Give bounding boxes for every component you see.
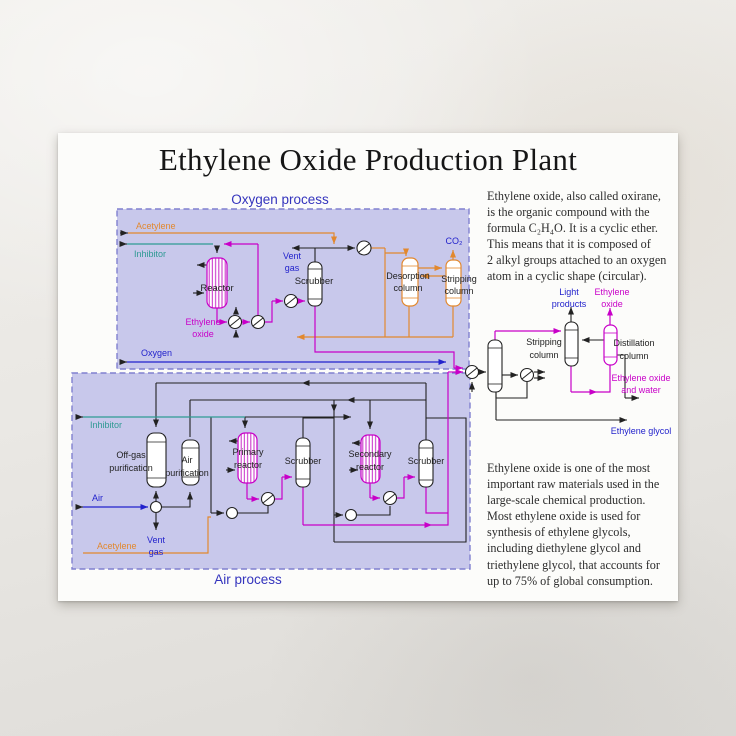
air-piping-black	[75, 380, 467, 543]
air-purification-label: purification	[165, 468, 209, 478]
primary-reactor-label: reactor	[234, 460, 262, 470]
desorption-column	[401, 257, 419, 307]
heat-exchanger-icon	[250, 314, 266, 330]
air-piping-orange	[83, 516, 211, 554]
recovery-stripping-column	[564, 321, 579, 367]
oxygen-piping-black	[119, 230, 355, 365]
ethylene-oxide-water-label: and water	[621, 385, 661, 395]
usage-paragraph: Ethylene oxide is one of the most import…	[487, 461, 660, 588]
heat-exchanger-icon	[464, 364, 480, 380]
secondary-reactor-label: reactor	[356, 462, 384, 472]
air-purification-column	[181, 439, 200, 486]
offgas-purification-label: purification	[109, 463, 153, 473]
vent-gas-label: Vent	[283, 251, 302, 261]
distillation-column	[603, 324, 618, 366]
oxygen-reactor-column	[206, 257, 228, 309]
ethylene-glycol-label: Ethylene glycol	[611, 426, 672, 436]
air-scrubber2-column	[418, 439, 434, 488]
reactor-label: Reactor	[200, 283, 233, 294]
desorption-column-label: Desorption	[386, 271, 430, 281]
distillation-column-label: column	[619, 351, 648, 361]
recovery-piping-magenta	[494, 308, 613, 395]
ethylene-oxide-label: oxide	[601, 299, 623, 309]
heat-exchanger-icon	[227, 314, 243, 330]
oxygen-process-title: Oxygen process	[231, 192, 329, 207]
vent-gas-label: gas	[149, 547, 164, 557]
co2-stripping-column	[445, 259, 462, 307]
stripping-column-label: Stripping	[526, 337, 562, 347]
stripping-column-label: column	[444, 286, 473, 296]
acetylene-label: Acetylene	[97, 541, 137, 551]
heat-exchanger-icon	[382, 490, 398, 506]
ethylene-oxide-label: oxide	[192, 329, 214, 339]
heat-exchanger-icon	[356, 240, 372, 256]
air-label: Air	[92, 493, 103, 503]
ethylene-oxide-water-label: Ethylene oxide	[611, 373, 670, 383]
inhibitor-label: Inhibitor	[134, 249, 166, 259]
primary-reactor-label: Primary	[233, 447, 264, 457]
scrubber-label: Scrubber	[408, 456, 445, 466]
ethylene-oxide-label: Ethylene	[594, 287, 629, 297]
recovery-piping-black	[469, 307, 639, 423]
ethylene-oxide-label: Ethylene	[185, 317, 220, 327]
air-piping-magenta	[246, 369, 463, 528]
heat-exchanger-icon	[260, 491, 276, 507]
pump-icon	[344, 508, 358, 522]
offgas-purification-column	[146, 432, 167, 488]
oxygen-label: Oxygen	[141, 348, 172, 358]
pump-icon	[225, 506, 239, 520]
scrubber-label: Scrubber	[295, 276, 334, 287]
air-process-box	[71, 372, 471, 570]
co2-label: CO₂	[446, 236, 464, 246]
inhibitor-label: Inhibitor	[90, 420, 122, 430]
stripping-column-label: Stripping	[441, 274, 477, 284]
primary-reactor-column	[237, 432, 258, 484]
acetylene-label: Acetylene	[136, 221, 176, 231]
secondary-reactor-column	[360, 434, 381, 484]
heat-exchanger-icon	[519, 367, 535, 383]
oxygen-piping-magenta	[216, 241, 463, 371]
scrubber-label: Scrubber	[285, 456, 322, 466]
distillation-column-label: Distillation	[613, 338, 654, 348]
oxygen-piping-orange	[128, 232, 456, 340]
mixer-icon	[149, 500, 163, 514]
air-process-title: Air process	[214, 572, 282, 587]
stripping-column-label: column	[529, 350, 558, 360]
oxygen-scrubber-column	[307, 261, 323, 307]
absorber-column	[487, 339, 503, 393]
vent-gas-label: Vent	[147, 535, 166, 545]
page-title: Ethylene Oxide Production Plant	[158, 142, 578, 177]
desorption-column-label: column	[393, 283, 422, 293]
light-products-label: products	[552, 299, 587, 309]
light-products-label: Light	[559, 287, 579, 297]
air-purification-label: Air	[182, 455, 193, 465]
air-scrubber1-column	[295, 437, 311, 488]
offgas-purification-label: Off-gas	[116, 450, 146, 460]
heat-exchanger-icon	[283, 293, 299, 309]
secondary-reactor-label: Secondary	[348, 449, 392, 459]
intro-paragraph: Ethylene oxide, also called oxirane, is …	[487, 189, 667, 284]
vent-gas-label: gas	[285, 263, 300, 273]
